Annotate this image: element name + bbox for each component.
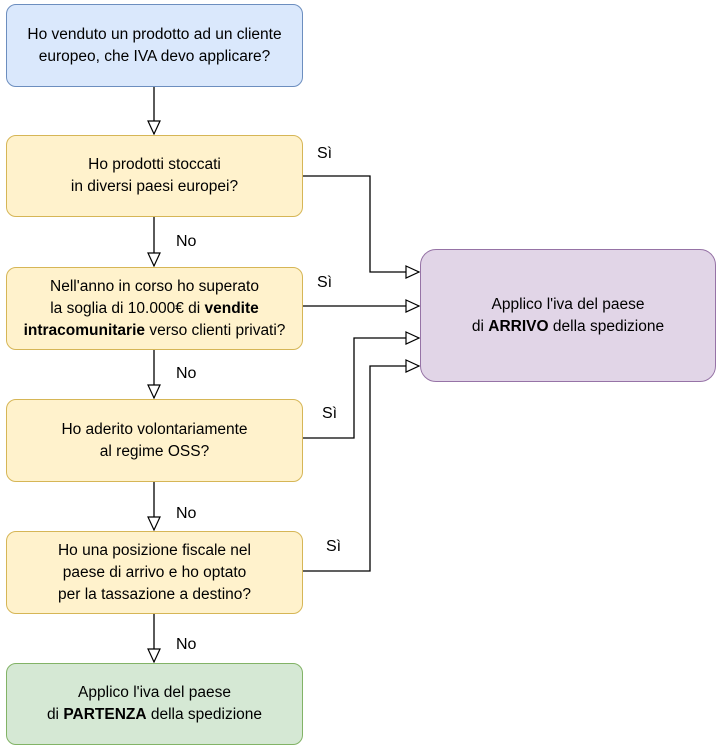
q1-line-2: in diversi paesi europei? [70,178,239,195]
start-question-text: Ho venduto un prodotto ad un cliente euro… [27,24,281,68]
q2-line-2: la soglia di 10.000€ di vendite [50,299,259,317]
q3-line-2: al regime OSS? [99,442,210,460]
label-q4-no: No [176,636,197,653]
result-departure-vat-text: Applico l'iva del paese di PARTENZA della… [47,682,262,726]
q3-line-1: Ho aderito volontariamente [61,420,248,438]
result-arrival-vat: Applico l'iva del paese di ARRIVO della s… [420,249,716,382]
partenza-line-1: Applico l'iva del paese [78,684,231,701]
bold-text: ARRIVO [488,317,549,335]
q1-line-1: Ho prodotti stoccati [88,156,221,173]
label-q1-no: No [176,233,197,250]
label-q2-yes: Sì [317,274,333,291]
edge-q1-arrivo-yes [303,175,421,279]
start-line-2: europeo, che IVA devo applicare? [38,47,271,65]
question-stocked-products-text: Ho prodotti stoccati in diversi paesi eur… [71,154,238,198]
label-q2-no: No [176,365,197,382]
label-q3-yes: Sì [322,405,338,422]
start-question-box: Ho venduto un prodotto ad un cliente euro… [6,4,303,87]
q4-line-1: Ho una posizione fiscale nel [57,541,251,559]
q2-line-1: Nell'anno in corso ho superato [50,277,259,295]
question-oss-regime: Ho aderito volontariamente al regime OSS? [6,399,303,482]
start-line-1: Ho venduto un prodotto ad un cliente [27,25,282,43]
bold-text: intracomunitarie [23,321,146,339]
label-q4-yes: Sì [326,538,342,555]
edge-q3-arrivo-yes [303,331,421,439]
bold-text: PARTENZA [63,706,147,723]
partenza-line-2: di PARTENZA della spedizione [46,706,263,723]
question-fiscal-position: Ho una posizione fiscale nel paese di arr… [6,531,303,614]
question-oss-regime-text: Ho aderito volontariamente al regime OSS? [61,419,247,463]
edge-q4-arrivo-yes [303,359,421,572]
bold-text: vendite [204,299,259,317]
q2-line-3: intracomunitarie verso clienti privati? [23,321,286,339]
question-fiscal-position-text: Ho una posizione fiscale nel paese di arr… [58,540,251,606]
result-arrival-vat-text: Applico l'iva del paese di ARRIVO della s… [472,294,664,338]
arrivo-line-1: Applico l'iva del paese [491,295,645,313]
label-q3-no: No [176,505,197,522]
question-stocked-products: Ho prodotti stoccati in diversi paesi eur… [6,135,303,217]
label-q1-yes: Sì [317,145,333,162]
question-threshold-exceeded: Nell'anno in corso ho superato la soglia … [6,267,303,350]
q4-line-3: per la tassazione a destino? [57,585,252,603]
q4-line-2: paese di arrivo e ho optato [62,563,247,581]
result-departure-vat: Applico l'iva del paese di PARTENZA della… [6,663,303,745]
arrivo-line-2: di ARRIVO della spedizione [471,317,665,335]
question-threshold-exceeded-text: Nell'anno in corso ho superato la soglia … [24,276,286,342]
